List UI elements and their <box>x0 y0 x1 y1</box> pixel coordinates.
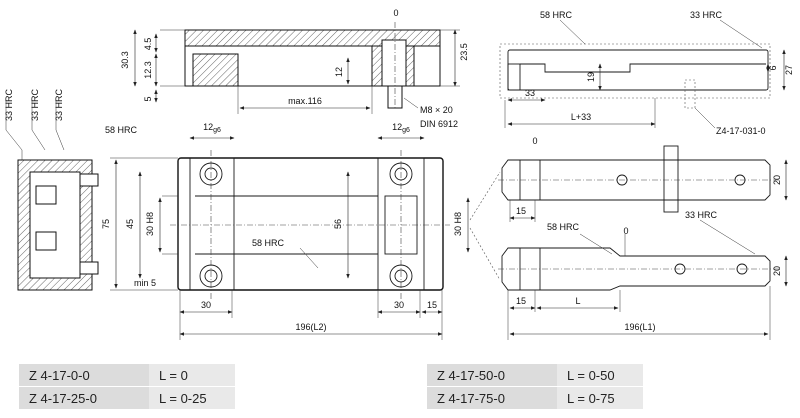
dim-196-l2: 196(L2) <box>295 322 326 332</box>
variant-code: Z 4-17-75-0 <box>427 386 557 410</box>
hrc-58-main: 58 HRC <box>105 125 138 135</box>
dim-4-5: 4.5 <box>143 38 153 51</box>
ref-code: Z4-17-031-0 <box>716 126 766 136</box>
dim-max-116: max.116 <box>288 96 322 106</box>
dim-27: 27 <box>784 65 794 75</box>
variant-range: L = 0-75 <box>557 386 643 410</box>
hrc-58-center: 58 HRC <box>252 238 285 248</box>
dim-196-l1: 196(L1) <box>624 322 655 332</box>
dim-l-33: L+33 <box>571 112 591 122</box>
hrc-left-1: 33 HRC <box>4 88 14 121</box>
dim-12-3: 12.3 <box>143 61 153 79</box>
hrc-left-2: 33 HRC <box>30 88 40 121</box>
variant-range: L = 0-25 <box>149 386 235 410</box>
right-middle-rail <box>498 145 788 222</box>
dim-20-middle: 20 <box>772 175 782 185</box>
dim-30-right: 30 <box>394 300 404 310</box>
variant-range: L = 0-50 <box>557 364 643 387</box>
dim-75: 75 <box>101 219 111 229</box>
hrc-58-rail-bottom: 58 HRC <box>547 222 580 232</box>
dim-45: 45 <box>125 219 135 229</box>
dim-20-bottom: 20 <box>772 266 782 276</box>
hrc-33-rail-bottom: 33 HRC <box>685 210 718 220</box>
variant-table-right: Z 4-17-50-0 L = 0-50 Z 4-17-75-0 L = 0-7… <box>427 364 643 410</box>
dim-56: 56 <box>333 219 343 229</box>
right-top-rail <box>499 19 786 129</box>
dim-19: 19 <box>586 72 596 82</box>
dim-23-5: 23.5 <box>459 43 469 61</box>
variant-table-left: Z 4-17-0-0 L = 0 Z 4-17-25-0 L = 0-25 <box>19 364 235 410</box>
dim-15-main: 15 <box>427 300 437 310</box>
table-row: Z 4-17-0-0 L = 0 <box>19 364 235 387</box>
dim-30h8-right: 30 H8 <box>453 212 463 236</box>
zero-mark-middle: 0 <box>532 136 537 146</box>
dim-12g6-right: 12g6 <box>392 122 410 134</box>
table-row: Z 4-17-75-0 L = 0-75 <box>427 386 643 410</box>
dim-30-left: 30 <box>201 300 211 310</box>
dim-12: 12 <box>334 67 344 77</box>
table-row: Z 4-17-25-0 L = 0-25 <box>19 386 235 410</box>
min-5-label: min 5 <box>134 278 156 288</box>
zero-mark-bottom: 0 <box>623 226 628 236</box>
left-side-view <box>5 100 99 291</box>
hrc-33-rail-top: 33 HRC <box>690 10 723 20</box>
variant-range: L = 0 <box>149 364 235 387</box>
dim-15-bottom: 15 <box>516 296 526 306</box>
variant-code: Z 4-17-25-0 <box>19 386 149 410</box>
bolt-label: M8 × 20 <box>420 105 453 115</box>
dim-15-middle: 15 <box>516 206 526 216</box>
hrc-left-3: 33 HRC <box>54 88 64 121</box>
dim-6: 6 <box>768 65 778 70</box>
dim-30-3: 30.3 <box>120 51 130 69</box>
variant-code: Z 4-17-0-0 <box>19 364 149 387</box>
dim-l: L <box>575 296 580 306</box>
dim-12g6-left: 12g6 <box>203 122 221 134</box>
dim-33: 33 <box>525 88 535 98</box>
din-label: DIN 6912 <box>420 119 458 129</box>
top-section-view <box>133 22 460 114</box>
dim-30h8-left: 30 H8 <box>145 212 155 236</box>
zero-mark-top: 0 <box>393 8 398 18</box>
right-bottom-rail <box>498 219 788 340</box>
table-row: Z 4-17-50-0 L = 0-50 <box>427 364 643 387</box>
hrc-58-rail-top: 58 HRC <box>540 10 573 20</box>
main-plan-view <box>110 136 501 340</box>
variant-code: Z 4-17-50-0 <box>427 364 557 387</box>
dim-5: 5 <box>143 96 153 101</box>
